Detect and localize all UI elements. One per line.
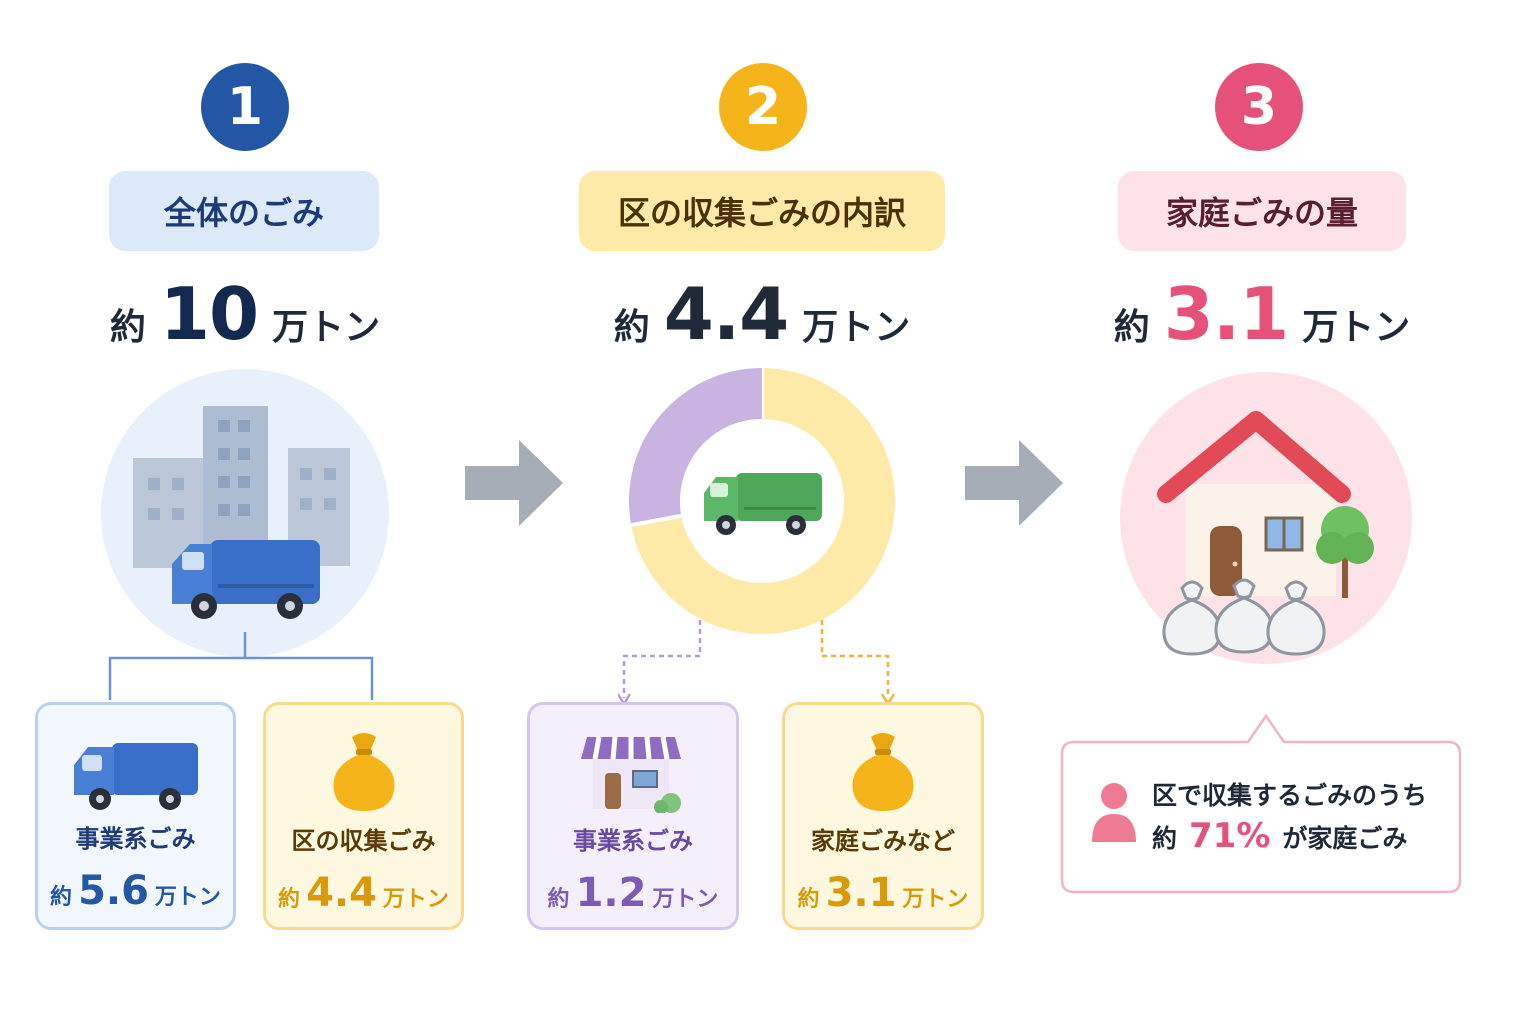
callout-line2: 約 71% が家庭ごみ [1152, 816, 1407, 856]
step1-number-badge: 1 [201, 63, 289, 151]
step2-card2-prefix: 約 [797, 887, 820, 912]
step2-card2-value: 3.1 [825, 870, 897, 916]
step3-number-badge: 3 [1215, 63, 1303, 151]
person-icon [1090, 780, 1138, 844]
step2-number: 2 [744, 77, 782, 137]
step2-total-prefix: 約 [613, 307, 650, 348]
callout-line1: 区で収集するごみのうち [1152, 781, 1428, 810]
step1-total-value: 10 [159, 272, 259, 356]
step2-total-value: 4.4 [663, 272, 790, 356]
step2-card-household-waste: 家庭ごみなど 約 3.1 万トン [782, 702, 984, 930]
step1-card-ward-collected-waste: 区の収集ごみ 約 4.4 万トン [263, 702, 464, 930]
step2-card-business-waste: 事業系ごみ 約 1.2 万トン [527, 702, 739, 930]
step2-card2-unit: 万トン [902, 887, 969, 912]
step1-total-prefix: 約 [109, 307, 146, 348]
household-share-callout: 区で収集するごみのうち 約 71% が家庭ごみ [1060, 712, 1462, 894]
step2-number-badge: 2 [719, 63, 807, 151]
step3-total-value: 3.1 [1163, 272, 1290, 356]
step1-split-connector [108, 630, 374, 702]
callout-suffix: が家庭ごみ [1282, 824, 1408, 853]
step2-split-connector [618, 618, 898, 708]
step3-total: 約 3.1 万トン [1076, 272, 1448, 356]
step2-card1-label: 事業系ごみ [573, 827, 693, 855]
callout-percent: 71% [1189, 816, 1271, 856]
step3-title: 家庭ごみの量 [1165, 194, 1358, 232]
step1-card1-value: 5.6 [78, 868, 149, 914]
step1-card1-label: 事業系ごみ [75, 825, 196, 853]
arrow-right-icon [465, 440, 563, 526]
step1-total-unit: 万トン [272, 307, 381, 348]
step1-total: 約 10 万トン [60, 272, 430, 356]
step1-card2-label: 区の収集ごみ [291, 827, 436, 855]
step1-card1-unit: 万トン [154, 885, 221, 910]
step2-card1-amount: 約 1.2 万トン [548, 870, 719, 916]
step2-card2-amount: 約 3.1 万トン [798, 870, 969, 916]
donut-slice-household-waste [631, 368, 895, 634]
step1-number: 1 [226, 77, 264, 137]
yellow-garbage-bag-icon [847, 729, 919, 813]
step1-card2-unit: 万トン [382, 887, 449, 912]
step2-total: 約 4.4 万トン [578, 272, 946, 356]
buildings-and-garbage-truck-icon [100, 368, 390, 658]
step1-title-pill: 全体のごみ [109, 171, 379, 251]
green-garbage-truck-icon [704, 473, 822, 535]
step3-total-unit: 万トン [1302, 307, 1411, 348]
yellow-garbage-bag-icon [328, 729, 400, 813]
step2-card1-unit: 万トン [652, 887, 719, 912]
step3-total-prefix: 約 [1113, 307, 1150, 348]
donut-separator [630, 513, 682, 528]
step1-card2-prefix: 約 [278, 887, 301, 912]
step3-title-pill: 家庭ごみの量 [1118, 171, 1406, 251]
step1-card2-amount: 約 4.4 万トン [278, 870, 449, 916]
step1-card1-prefix: 約 [50, 885, 73, 910]
arrow-right-icon [965, 440, 1063, 526]
step1-card2-value: 4.4 [306, 870, 377, 916]
shop-icon [581, 729, 685, 813]
step1-card-business-waste: 事業系ごみ 約 5.6 万トン [35, 702, 236, 930]
step2-card1-prefix: 約 [547, 887, 570, 912]
waste-breakdown-donut-chart [628, 367, 896, 635]
donut-svg [629, 368, 895, 634]
callout-prefix: 約 [1152, 824, 1178, 853]
step2-card2-label: 家庭ごみなど [811, 827, 955, 855]
step1-card1-amount: 約 5.6 万トン [50, 868, 221, 914]
blue-garbage-truck-icon [70, 739, 202, 811]
step2-title-pill: 区の収集ごみの内訳 [579, 171, 945, 251]
step2-title: 区の収集ごみの内訳 [617, 194, 906, 232]
house-with-garbage-bags-icon [1116, 372, 1416, 668]
step2-card1-value: 1.2 [575, 870, 647, 916]
donut-slice-business-waste [629, 368, 762, 526]
step1-title: 全体のごみ [163, 194, 324, 232]
step2-total-unit: 万トン [802, 307, 911, 348]
step3-number: 3 [1240, 77, 1278, 137]
